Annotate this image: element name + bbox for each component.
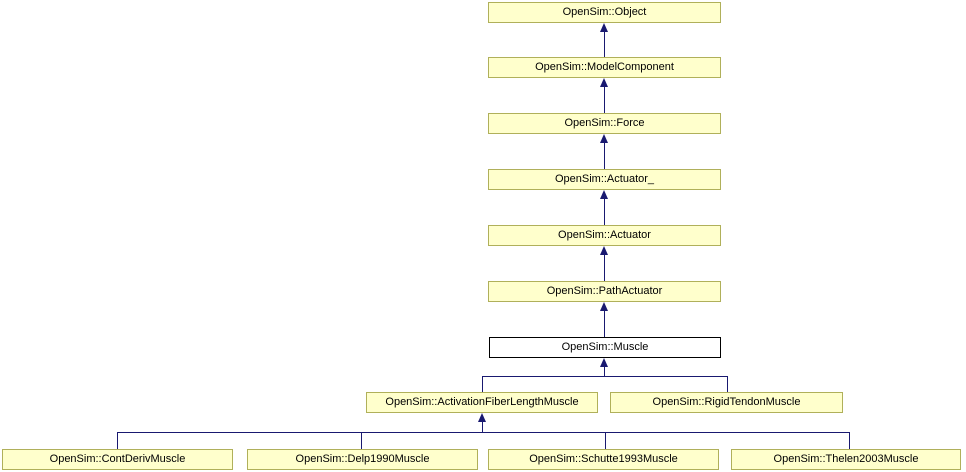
edge-actuator-actuatorbase-line xyxy=(604,199,605,225)
edge-actuatorbase-force-line xyxy=(604,143,605,169)
inheritance-arrowhead-icon xyxy=(478,413,486,422)
edge-delp1990muscle-stub-line xyxy=(361,432,362,449)
class-node-opensim-delp1990muscle[interactable]: OpenSim::Delp1990Muscle xyxy=(247,449,478,470)
edge-children-muscle-stem-line xyxy=(604,367,605,377)
class-node-opensim-force[interactable]: OpenSim::Force xyxy=(488,113,721,134)
class-node-opensim-actuator[interactable]: OpenSim::Actuator xyxy=(488,225,721,246)
edge-activationfiberlengthmuscle-stub-line xyxy=(482,376,483,392)
inheritance-arrowhead-icon xyxy=(600,302,608,311)
edge-schutte1993muscle-stub-line xyxy=(605,432,606,449)
edge-contderivmuscle-stub-line xyxy=(117,432,118,449)
edge-force-modelcomponent-line xyxy=(604,87,605,113)
inheritance-arrowhead-icon xyxy=(600,246,608,255)
class-node-opensim-pathactuator[interactable]: OpenSim::PathActuator xyxy=(488,281,721,302)
edge-modelcomponent-object-line xyxy=(604,32,605,57)
edge-rigidtendonmuscle-stub-line xyxy=(727,376,728,392)
edge-bottom-aflm-stem-line xyxy=(482,422,483,432)
class-node-opensim-activationfiberlengthmuscle[interactable]: OpenSim::ActivationFiberLengthMuscle xyxy=(366,392,598,413)
inheritance-arrowhead-icon xyxy=(600,134,608,143)
edge-thelen2003muscle-stub-line xyxy=(849,432,850,449)
class-node-opensim-rigidtendonmuscle[interactable]: OpenSim::RigidTendonMuscle xyxy=(610,392,843,413)
edge-pathactuator-actuator-line xyxy=(604,255,605,281)
inheritance-arrowhead-icon xyxy=(600,23,608,32)
edge-muscle-pathactuator-line xyxy=(604,311,605,337)
class-node-opensim-schutte1993muscle[interactable]: OpenSim::Schutte1993Muscle xyxy=(488,449,719,470)
edge-bottom-aflm-crossbar-line xyxy=(117,432,850,433)
inheritance-arrowhead-icon xyxy=(600,358,608,367)
inheritance-arrowhead-icon xyxy=(600,190,608,199)
class-node-opensim-object[interactable]: OpenSim::Object xyxy=(488,2,721,23)
edge-children-muscle-crossbar-line xyxy=(482,376,728,377)
class-node-opensim-modelcomponent[interactable]: OpenSim::ModelComponent xyxy=(488,57,721,78)
class-node-opensim-thelen2003muscle[interactable]: OpenSim::Thelen2003Muscle xyxy=(731,449,961,470)
class-node-opensim-actuator-base[interactable]: OpenSim::Actuator_ xyxy=(488,169,721,190)
class-node-opensim-contderivmuscle[interactable]: OpenSim::ContDerivMuscle xyxy=(2,449,233,470)
inheritance-arrowhead-icon xyxy=(600,78,608,87)
class-node-opensim-muscle-current: OpenSim::Muscle xyxy=(489,337,721,358)
